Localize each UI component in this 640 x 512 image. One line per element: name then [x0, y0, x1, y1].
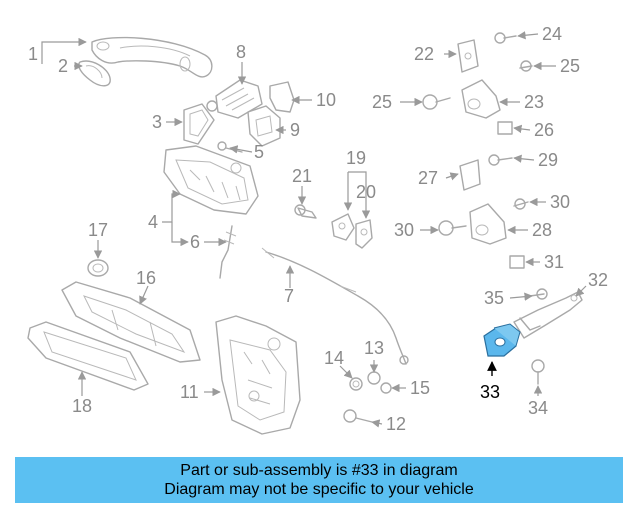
part-17-grommet — [87, 259, 109, 277]
callout-12: 12 — [386, 414, 406, 434]
part-20-clip — [331, 213, 373, 249]
part-18-bezel — [27, 321, 149, 391]
callout-15: 15 — [410, 378, 430, 398]
callout-19: 19 — [346, 148, 366, 168]
part-15-bushing — [380, 382, 392, 394]
part-5-screw — [217, 141, 243, 153]
parts-diagram: 1 2 3 8 10 9 5 4 6 7 21 19 20 17 16 18 1… — [27, 24, 608, 435]
callout-10: 10 — [316, 90, 336, 110]
part-25-bolt-upper — [519, 60, 533, 72]
callout-17: 17 — [88, 220, 108, 240]
part-4-handle-bracket — [163, 145, 259, 215]
callout-24: 24 — [542, 24, 562, 44]
part-31-bushing — [509, 255, 525, 269]
part-29-bolt — [488, 154, 513, 166]
leader-lines — [41, 31, 587, 428]
part-23-hinge — [461, 79, 501, 119]
part-2-gasket — [78, 60, 111, 87]
callout-22: 22 — [414, 44, 434, 64]
callout-1: 1 — [28, 44, 38, 64]
part-25-bolt-lower — [422, 94, 451, 110]
callout-23: 23 — [524, 92, 544, 112]
callout-25-upper: 25 — [560, 56, 580, 76]
banner-line-1: Part or sub-assembly is #33 in diagram — [180, 462, 458, 479]
callout-35: 35 — [484, 288, 504, 308]
part-3-seal — [183, 103, 215, 145]
callout-27: 27 — [418, 168, 438, 188]
part-26-bushing — [497, 121, 513, 135]
callout-34: 34 — [528, 398, 548, 418]
callout-20: 20 — [356, 182, 376, 202]
part-14-bushing — [349, 377, 363, 391]
callout-29: 29 — [538, 150, 558, 170]
callout-26: 26 — [534, 120, 554, 140]
callout-31: 31 — [544, 252, 564, 272]
part-11-latch — [215, 315, 301, 435]
callout-28: 28 — [532, 220, 552, 240]
callout-30-left: 30 — [394, 220, 414, 240]
callout-16: 16 — [136, 268, 156, 288]
callout-25-lower: 25 — [372, 92, 392, 112]
callout-6: 6 — [190, 232, 200, 252]
callout-11: 11 — [180, 382, 199, 402]
part-35-bolt — [529, 288, 548, 300]
part-13-bushing — [367, 371, 381, 385]
callout-18: 18 — [72, 396, 92, 416]
part-6-rod — [219, 225, 237, 279]
callout-2: 2 — [58, 56, 68, 76]
part-34-bolt — [531, 359, 545, 385]
part-9-housing — [247, 105, 281, 147]
info-banner: Part or sub-assembly is #33 in diagram D… — [15, 457, 623, 503]
part-22-hinge-plate — [457, 39, 479, 73]
part-7-cable — [261, 247, 409, 365]
callout-30-right: 30 — [550, 192, 570, 212]
part-16-inside-handle — [61, 281, 201, 363]
part-30-bolt-left — [438, 220, 467, 236]
part-28-hinge — [469, 203, 507, 245]
part-21-pin — [294, 204, 317, 219]
part-30-bolt-right — [513, 198, 529, 210]
callout-21: 21 — [292, 166, 312, 186]
callout-3: 3 — [152, 112, 162, 132]
part-27-hinge-plate — [459, 159, 481, 191]
part-10-cap — [269, 81, 295, 113]
callout-32: 32 — [588, 270, 608, 290]
part-24-bolt — [494, 32, 517, 44]
callout-7: 7 — [284, 286, 294, 306]
part-1-outside-handle — [91, 36, 213, 78]
banner-line-2: Diagram may not be specific to your vehi… — [164, 481, 474, 498]
callout-8: 8 — [236, 42, 246, 62]
callout-5: 5 — [254, 142, 264, 162]
part-33-highlighted — [483, 323, 521, 357]
callout-4: 4 — [148, 212, 158, 232]
callout-33: 33 — [480, 382, 500, 402]
part-8-lock-cylinder — [206, 79, 263, 119]
part-12-bolt — [343, 409, 373, 423]
callout-14: 14 — [324, 348, 344, 368]
part-32-door-check — [513, 291, 583, 339]
callout-13: 13 — [364, 338, 384, 358]
callout-9: 9 — [290, 120, 300, 140]
